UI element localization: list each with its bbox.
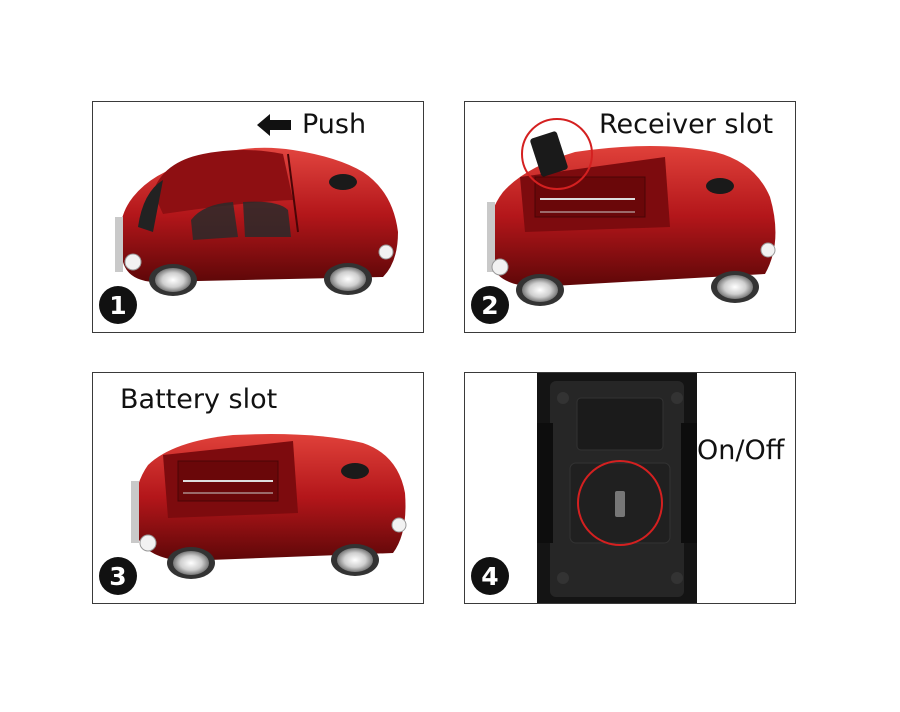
car-mouse-open-receiver-image bbox=[487, 118, 776, 306]
step-1-panel: Push 1 bbox=[92, 101, 424, 333]
step-2-badge: 2 bbox=[471, 286, 509, 324]
step-3-badge: 3 bbox=[99, 557, 137, 595]
battery-slot-caption: Battery slot bbox=[120, 384, 278, 415]
step-4-badge: 4 bbox=[471, 557, 509, 595]
step-2-panel: Receiver slot 2 bbox=[464, 101, 796, 333]
car-mouse-underside-image bbox=[537, 373, 697, 603]
car-mouse-open-battery-image bbox=[131, 434, 407, 579]
push-caption: Push bbox=[302, 109, 367, 140]
on-off-caption: On/Off bbox=[697, 435, 785, 466]
step-4-panel: On/Off 4 bbox=[464, 372, 796, 604]
left-arrow-icon bbox=[257, 114, 291, 136]
car-mouse-closed-image bbox=[115, 147, 399, 296]
step-1-badge: 1 bbox=[99, 286, 137, 324]
step-3-panel: Battery slot 3 bbox=[92, 372, 424, 604]
receiver-slot-caption: Receiver slot bbox=[599, 109, 774, 140]
